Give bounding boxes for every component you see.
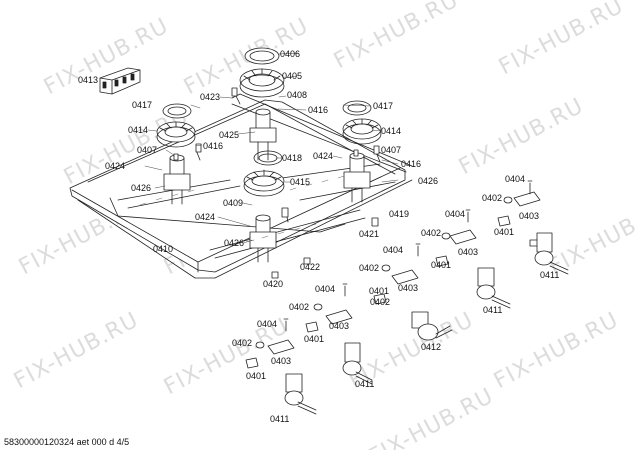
part-number-label: 0416 — [401, 159, 422, 169]
part-number-label: 0426 — [418, 176, 439, 186]
part-number-label: 0408 — [287, 90, 308, 100]
part-number-label: 0404 — [383, 245, 404, 255]
part-number-label: 0402 — [482, 193, 503, 203]
part-number-label: 0402 — [232, 338, 253, 348]
part-number-label: 0421 — [359, 229, 380, 239]
part-number-label: 0403 — [329, 321, 350, 331]
part-number-label: 0403 — [458, 247, 479, 257]
part-number-label: 0403 — [271, 356, 292, 366]
part-number-label: 0414 — [381, 126, 402, 136]
part-number-label: 0416 — [203, 141, 224, 151]
burner-cap — [239, 68, 285, 98]
part-number-label: 0401 — [431, 260, 452, 270]
part-number-label: 0402 — [359, 263, 380, 273]
part-number-label: 0414 — [128, 125, 149, 135]
part-number-label: 0419 — [389, 209, 410, 219]
gas-valve — [284, 373, 317, 415]
burner-frame — [69, 99, 413, 279]
burner-body — [249, 108, 277, 161]
burner-cap — [156, 121, 196, 148]
document-footer: 58300000120324 aet 000 d 4/5 — [4, 437, 130, 447]
part-number-label: 0404 — [445, 209, 466, 219]
part-number-label: 0403 — [519, 211, 540, 221]
part-number-label: 0406 — [280, 49, 301, 59]
part-number-label: 0404 — [505, 174, 526, 184]
burner-cap — [243, 169, 285, 197]
part-number-label: 0426 — [224, 238, 245, 248]
part-number-label: 0410 — [153, 244, 174, 254]
burner-body — [343, 152, 371, 203]
part-number-label: 0409 — [223, 198, 244, 208]
part-number-label: 0404 — [257, 319, 278, 329]
part-number-label: 0413 — [78, 75, 99, 85]
part-number-label: 0401 — [369, 286, 390, 296]
part-number-label: 0411 — [540, 270, 560, 280]
burner-body — [163, 154, 191, 205]
gas-valve — [529, 232, 569, 275]
part-number-label: 0417 — [132, 100, 153, 110]
part-number-label: 0407 — [381, 145, 402, 155]
part-number-label: 0401 — [246, 371, 267, 381]
part-number-label: 0401 — [304, 334, 325, 344]
part-number-label: 0411 — [270, 414, 290, 424]
part-number-label: 0405 — [282, 71, 303, 81]
part-number-label: 0423 — [200, 92, 221, 102]
part-number-label: 0411 — [355, 379, 375, 389]
gas-valve — [411, 311, 453, 341]
connector-block — [99, 67, 141, 95]
part-number-label: 0426 — [131, 183, 152, 193]
gas-valve — [476, 267, 511, 309]
part-number-label: 0402 — [421, 228, 442, 238]
part-number-label: 0402 — [289, 302, 310, 312]
part-number-label: 0424 — [105, 161, 126, 171]
burner-body — [249, 214, 277, 263]
part-number-label: 0425 — [219, 130, 240, 140]
part-number-label: 0424 — [195, 212, 216, 222]
part-number-label: 0403 — [398, 283, 419, 293]
part-number-label: 0422 — [300, 262, 321, 272]
part-number-label: 0402 — [370, 297, 391, 307]
part-number-label: 0420 — [263, 279, 284, 289]
gas-valve — [342, 342, 373, 385]
part-number-label: 0404 — [315, 284, 336, 294]
burner-cap — [342, 118, 382, 145]
part-number-label: 0412 — [421, 342, 442, 352]
part-number-label: 0411 — [483, 305, 503, 315]
part-number-label: 0418 — [282, 153, 303, 163]
part-number-label: 0407 — [137, 145, 158, 155]
part-number-label: 0417 — [373, 101, 394, 111]
part-number-label: 0415 — [290, 177, 311, 187]
part-number-label: 0401 — [494, 227, 515, 237]
part-number-label: 0416 — [308, 105, 329, 115]
part-number-label: 0424 — [313, 151, 334, 161]
